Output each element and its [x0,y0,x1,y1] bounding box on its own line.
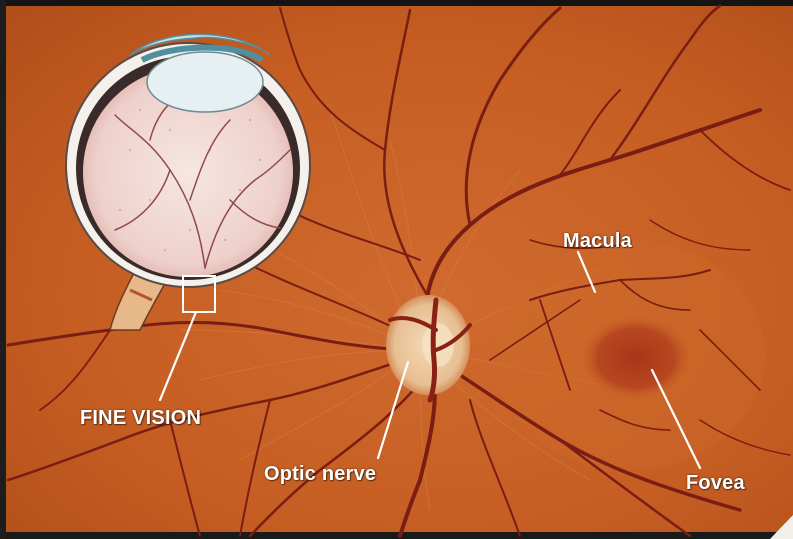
label-optic-nerve: Optic nerve [264,464,376,484]
slide-frame-bottom [0,532,793,539]
label-fovea: Fovea [686,473,745,493]
inset-lens [147,52,263,112]
fovea-spot [581,316,691,400]
slide-frame-left [0,0,6,539]
slide-frame-top [0,0,793,6]
label-fine-vision: FINE VISION [80,408,201,428]
label-macula: Macula [563,231,632,251]
